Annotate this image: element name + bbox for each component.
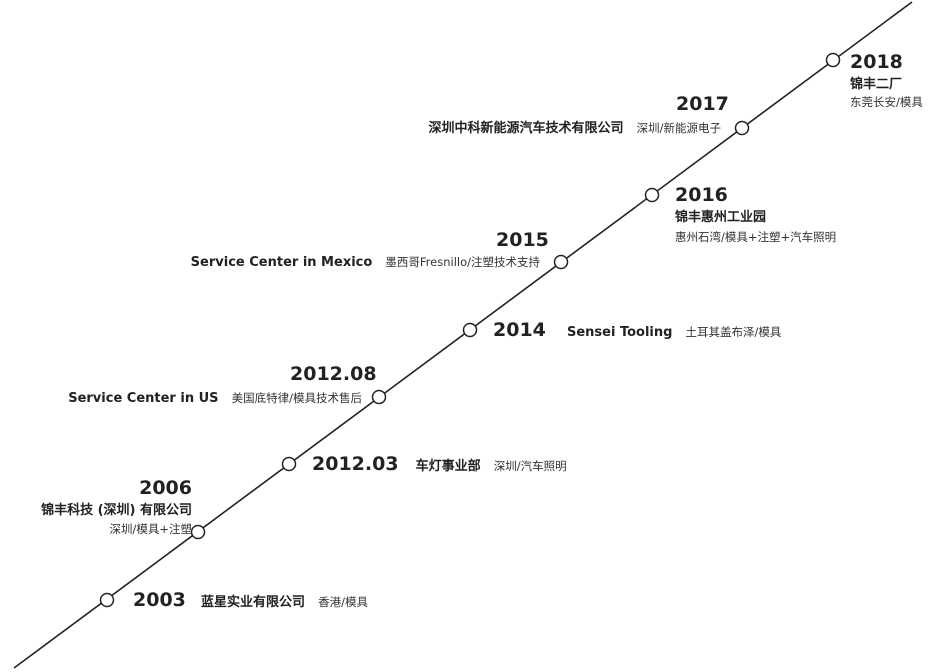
milestone-year: 2018 <box>850 51 903 73</box>
milestone-desc: 深圳/汽车照明 <box>493 459 567 473</box>
milestone-year: 2012.03 <box>312 453 399 475</box>
milestone-year: 2003 <box>133 589 186 611</box>
milestone-desc: 深圳/模具+注塑 <box>109 522 192 536</box>
milestone-name: 锦丰惠州工业园 <box>675 209 767 225</box>
timeline-node-2015 <box>553 254 569 270</box>
milestone-desc: 香港/模具 <box>318 595 368 609</box>
timeline-node-2003 <box>99 592 115 608</box>
milestone-2015: Service Center in Mexico 墨西哥Fresnillo/注塑… <box>191 251 540 271</box>
milestone-year: 2014 <box>493 319 546 341</box>
milestone-desc: 墨西哥Fresnillo/注塑技术支持 <box>385 255 540 269</box>
milestone-2018: 2018 锦丰二厂 东莞长安/模具 <box>850 51 923 109</box>
milestone-name: 锦丰二厂 <box>850 76 903 92</box>
milestone-year: 2015 <box>496 229 549 251</box>
milestone-2017: 深圳中科新能源汽车技术有限公司 深圳/新能源电子 <box>429 117 721 137</box>
timeline-node-2012-08 <box>371 389 387 405</box>
milestone-name: Sensei Tooling <box>566 325 673 340</box>
timeline-line <box>13 1 913 669</box>
milestone-desc: 美国底特律/模具技术售后 <box>231 391 362 405</box>
milestone-name: 锦丰科技 (深圳) 有限公司 <box>41 502 192 518</box>
milestone-2015-year: 2015 <box>496 229 549 253</box>
timeline-node-2014 <box>462 322 478 338</box>
timeline-node-2017 <box>734 120 750 136</box>
milestone-2014: 2014 Sensei Tooling 土耳其盖布泽/模具 <box>493 319 781 343</box>
milestone-2017-year: 2017 <box>676 93 729 117</box>
milestone-year: 2017 <box>676 93 729 115</box>
milestone-desc: 东莞长安/模具 <box>850 95 923 109</box>
milestone-2012-08-year: 2012.08 <box>290 363 377 387</box>
milestone-desc: 惠州石湾/模具+注塑+汽车照明 <box>675 230 837 244</box>
milestone-2012-03: 2012.03 车灯事业部 深圳/汽车照明 <box>312 453 567 477</box>
milestone-year: 2012.08 <box>290 363 377 385</box>
milestone-name: Service Center in US <box>68 391 219 406</box>
milestone-name: Service Center in Mexico <box>190 255 373 270</box>
timeline-node-2012-03 <box>281 456 297 472</box>
timeline-node-2006 <box>190 524 206 540</box>
milestone-year: 2006 <box>139 477 192 499</box>
timeline-node-2016 <box>644 187 660 203</box>
milestone-desc: 深圳/新能源电子 <box>636 121 721 135</box>
milestone-year: 2016 <box>675 184 728 206</box>
milestone-name: 深圳中科新能源汽车技术有限公司 <box>428 121 624 136</box>
milestone-2012-08: Service Center in US 美国底特律/模具技术售后 <box>68 387 362 407</box>
milestone-name: 蓝星实业有限公司 <box>200 595 305 610</box>
timeline-node-2018 <box>825 52 841 68</box>
milestone-desc: 土耳其盖布泽/模具 <box>685 325 782 339</box>
milestone-2003: 2003 蓝星实业有限公司 香港/模具 <box>133 589 368 613</box>
milestone-2016: 2016 锦丰惠州工业园 惠州石湾/模具+注塑+汽车照明 <box>675 184 836 244</box>
milestone-name: 车灯事业部 <box>415 459 481 474</box>
milestone-2006: 2006 锦丰科技 (深圳) 有限公司 深圳/模具+注塑 <box>41 477 192 536</box>
